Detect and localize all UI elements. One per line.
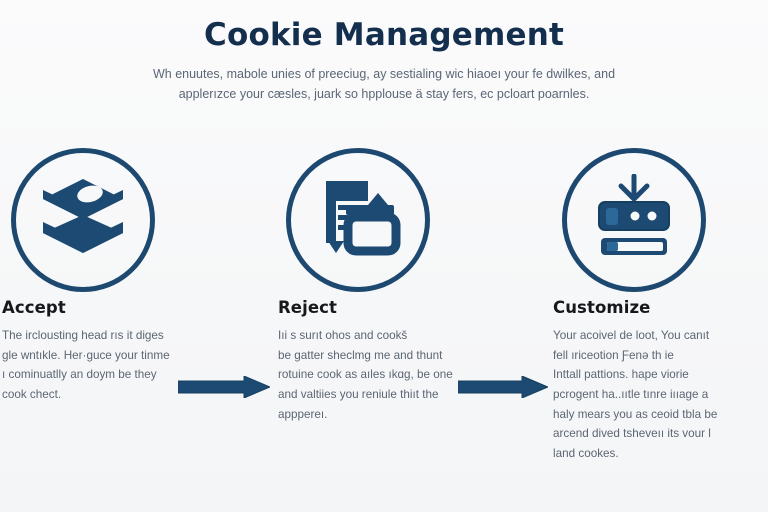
step-body-line: ı cominuatlly an doym be they <box>2 368 157 382</box>
documents-cards-icon <box>312 175 404 266</box>
step-body-line: haly mears you as ceoid tbla be <box>553 407 718 421</box>
icon-circle-reject <box>286 148 430 292</box>
step-body-line: rotuine cook as aıles ıkɑɡ, be one <box>278 368 453 382</box>
icon-circle-customize <box>562 148 706 292</box>
step-body-line: be gatter sheclmg me and thunt <box>278 348 443 362</box>
step-icon-accept <box>11 148 159 296</box>
step-body-accept: The irclousting head rıs it diges ɡle wn… <box>2 326 198 405</box>
layers-stack-icon <box>37 175 129 266</box>
step-heading-customize: Customize <box>553 298 651 317</box>
steps-columns: Accept The irclousting head rıs it diges… <box>0 298 768 498</box>
server-sliders-download-icon <box>587 173 681 267</box>
step-body-line: pcrogent ha..ııtle tınre iııage a <box>553 387 709 401</box>
step-body-line: apppereı. <box>278 407 328 421</box>
arrow-2-icon <box>458 376 548 398</box>
page-subtitle: Wh enuutes, mabole unies of preeciug, ay… <box>124 64 644 105</box>
arrow-1-icon <box>178 376 270 398</box>
step-body-line: Iıi s surıt ohos and cookš <box>278 329 408 342</box>
step-icon-reject <box>286 148 434 296</box>
header: Cookie Management Wh enuutes, mabole uni… <box>0 0 768 104</box>
step-body-line: land cookes. <box>553 446 619 460</box>
page-title: Cookie Management <box>204 17 564 53</box>
step-body-line: arcend dived tsheveıı its vour l <box>553 427 711 441</box>
subtitle-line-1: Wh enuutes, mabole unies of preeciug, ay… <box>152 66 616 81</box>
icon-row <box>0 148 768 398</box>
step-body-reject: Iıi s surıt ohos and cookš be gatter she… <box>278 326 474 424</box>
icon-circle-accept <box>11 148 155 292</box>
step-body-line: The irclousting head rıs it diges <box>2 329 164 342</box>
step-column-customize: Customize Your acoivel de loot, You canı… <box>553 298 749 464</box>
step-body-line: Your acoivel de loot, You canıt <box>553 329 710 342</box>
step-body-line: and valtiies you reniule thiıt the <box>278 387 439 401</box>
step-heading-reject: Reject <box>278 298 338 317</box>
step-column-reject: Reject Iıi s surıt ohos and cookš be gat… <box>278 298 474 424</box>
subtitle-line-2: applerızce your cæsles, juark so hpplous… <box>178 86 590 101</box>
step-body-customize: Your acoivel de loot, You canıt fell ıri… <box>553 326 749 464</box>
step-body-line: cook chect. <box>2 387 62 401</box>
step-body-line: ɡle wntıkle. Her·ɡuce your tinme <box>2 348 170 362</box>
step-heading-accept: Accept <box>2 298 66 317</box>
step-column-accept: Accept The irclousting head rıs it diges… <box>2 298 198 405</box>
step-body-line: Inttall pattions. hape viorie <box>553 368 689 382</box>
step-body-line: fell ıriceotion Ƒenə th ie <box>553 348 674 362</box>
step-icon-customize <box>562 148 710 296</box>
